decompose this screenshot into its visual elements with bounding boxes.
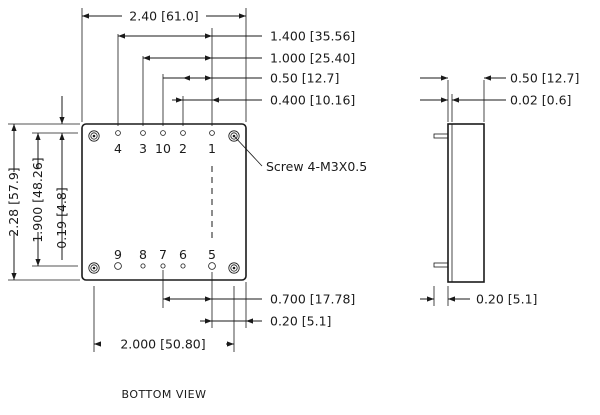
pin-hole-top-4: [115, 130, 121, 136]
pin-hole-bottom-7: [160, 263, 166, 269]
dim-pin5-inset-arrow-b: [246, 318, 253, 324]
pin-hole-bottom-6: [180, 263, 186, 269]
dim-pin4-offset-label: 1.400 [35.56]: [270, 29, 355, 44]
dim-pin10-offset-arrow-b: [205, 75, 212, 81]
side-view-pin-top: [433, 133, 449, 139]
dim-pin7-offset-label: 0.700 [17.78]: [270, 292, 355, 307]
dim-pin10-offset-arrow-a: [183, 75, 190, 81]
screw-ring-4: [230, 264, 238, 272]
dim-pin5-inset-label: 0.20 [5.1]: [270, 314, 331, 329]
screw-head-3: [88, 262, 100, 274]
screw-ring-1: [90, 132, 98, 140]
dim-side-pin-arrow-b: [448, 296, 455, 302]
dim-pin7-offset-arrow-a: [163, 296, 170, 302]
dim-pin-row-inset-arrow-a: [59, 117, 65, 124]
pin-label-bottom-9: 9: [114, 247, 122, 262]
pin-label-bottom-5: 5: [208, 247, 216, 262]
dim-side-standoff-arrow-a: [441, 97, 448, 103]
pin-label-top-4: 4: [114, 141, 122, 156]
dim-overall-width-label: 2.40 [61.0]: [129, 9, 198, 24]
screw-leader-line: [233, 135, 263, 167]
dim-pin3-offset-label: 1.000 [25.40]: [270, 51, 355, 66]
dim-bottom-span-label: 2.000 [50.80]: [120, 337, 205, 352]
pin-label-top-10: 10: [155, 141, 171, 156]
dim-pin2-offset-arrow-a: [176, 97, 183, 103]
dim-pin7-offset-arrow-b: [205, 296, 212, 302]
screw-head-1: [88, 130, 100, 142]
dim-pin-row-spacing-arrow-b: [35, 259, 41, 266]
screw-center-1: [92, 134, 96, 138]
view-caption: BOTTOM VIEW: [122, 388, 207, 401]
dim-side-standoff-label: 0.02 [0.6]: [510, 93, 571, 108]
dim-side-height-label: 0.50 [12.7]: [510, 71, 579, 86]
dim-bottom-span-arrow-b: [227, 341, 234, 347]
dim-pin2-offset-arrow-b: [212, 97, 219, 103]
dim-pin10-offset-label: 0.50 [12.7]: [270, 71, 339, 86]
dim-side-pin-label: 0.20 [5.1]: [476, 292, 537, 307]
dim-overall-height-label: 2.28 [57.9]: [6, 167, 21, 236]
screw-ring-3: [90, 264, 98, 272]
pin-hole-top-10: [160, 130, 166, 136]
pin-hole-bottom-9: [114, 262, 122, 270]
pin-hole-top-1: [209, 130, 215, 136]
pin-hole-bottom-8: [140, 263, 146, 269]
side-view-outline: [447, 123, 485, 283]
dim-pin3-offset-arrow-b: [205, 55, 212, 61]
pin-label-bottom-7: 7: [159, 247, 167, 262]
dim-pin-row-spacing-arrow-a: [35, 133, 41, 140]
screw-head-4: [228, 262, 240, 274]
dim-pin4-offset-arrow-b: [205, 33, 212, 39]
dim-pin-row-inset-label: 0.19 [4.8]: [54, 187, 69, 248]
dim-pin3-offset-arrow-a: [143, 55, 150, 61]
pin-label-bottom-6: 6: [179, 247, 187, 262]
screw-center-4: [232, 266, 236, 270]
dim-pin2-offset-label: 0.400 [10.16]: [270, 93, 355, 108]
dim-bottom-span-arrow-a: [94, 341, 101, 347]
pin-hole-bottom-5: [208, 262, 216, 270]
dim-overall-width-arrow-b: [239, 13, 246, 19]
dim-overall-height-arrow-b: [11, 273, 17, 280]
dim-pin4-offset-arrow-a: [118, 33, 125, 39]
dim-overall-height-arrow-a: [11, 124, 17, 131]
screw-ring-2: [230, 132, 238, 140]
pin-hole-top-2: [180, 130, 186, 136]
dim-overall-width-arrow-a: [82, 13, 89, 19]
dim-pin-row-spacing-label: 1.900 [48.26]: [30, 157, 45, 242]
dim-pin5-inset-arrow-a: [205, 318, 212, 324]
pin-label-bottom-8: 8: [139, 247, 147, 262]
side-view-pin-bottom: [433, 262, 449, 268]
dim-pin-row-inset-arrow-b: [59, 133, 65, 140]
module-outline: [81, 123, 247, 281]
pin-hole-top-3: [140, 130, 146, 136]
dim-side-standoff-arrow-b: [452, 97, 459, 103]
screw-head-2: [228, 130, 240, 142]
screw-callout-label: Screw 4-M3X0.5: [266, 159, 367, 174]
pin-label-top-3: 3: [139, 141, 147, 156]
screw-center-3: [92, 266, 96, 270]
pin-label-top-1: 1: [208, 141, 216, 156]
pin-label-top-2: 2: [179, 141, 187, 156]
dim-side-height-arrow-b: [484, 75, 491, 81]
dim-side-pin-arrow-a: [427, 296, 434, 302]
dim-side-height-arrow-a: [441, 75, 448, 81]
